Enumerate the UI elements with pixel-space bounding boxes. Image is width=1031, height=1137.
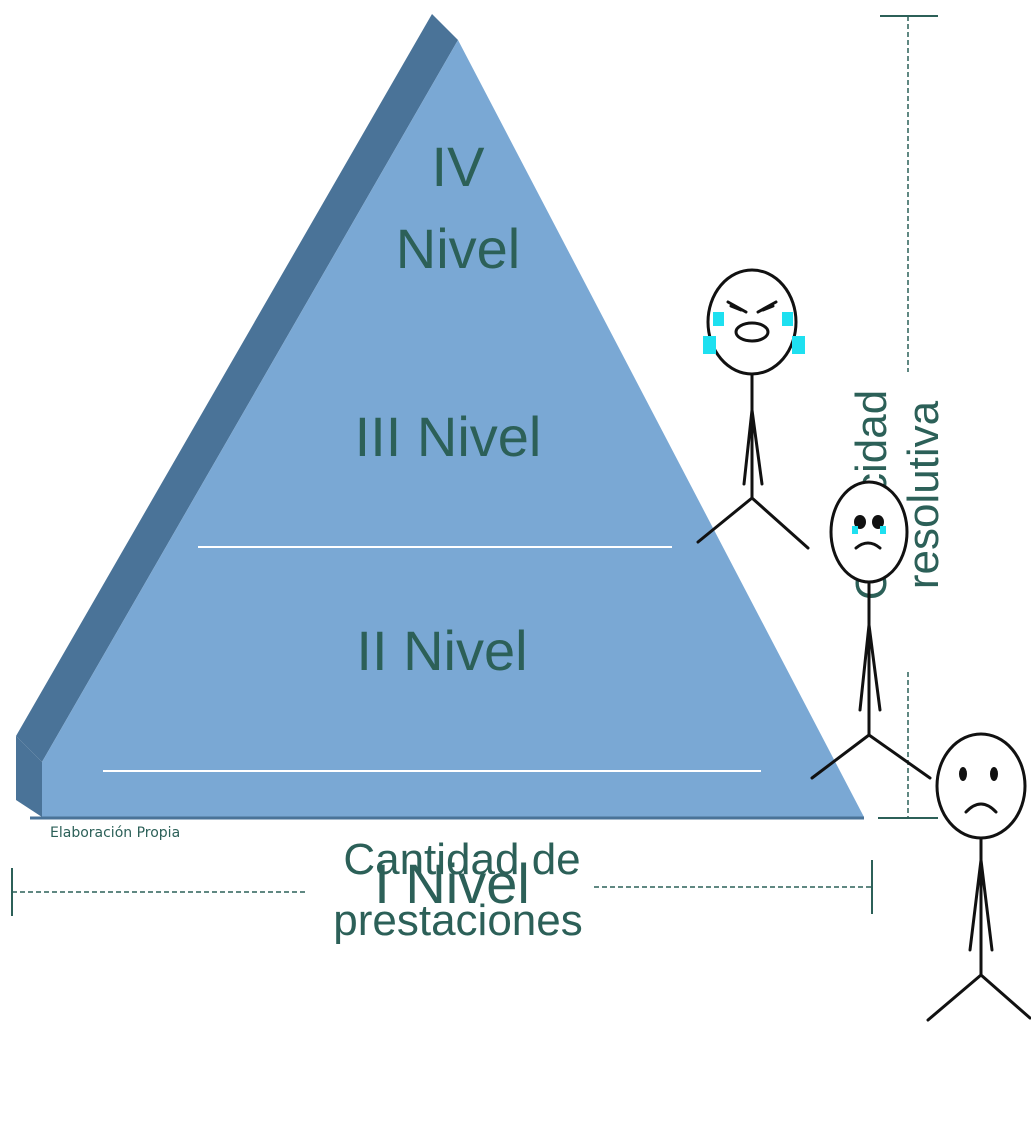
pyramid-shadow-base <box>16 736 42 817</box>
pyramid-main-face <box>42 40 864 817</box>
level-iv-label-line2: Nivel <box>396 217 520 280</box>
source-note: Elaboración Propia <box>50 825 180 841</box>
level-ii-label: II Nivel <box>356 619 527 682</box>
crying-face-icon <box>696 268 810 550</box>
level-i-label: I Nivel <box>374 852 530 915</box>
pyramid-shadow-face <box>16 14 458 762</box>
teary-face-icon <box>810 480 932 780</box>
sad-face-icon <box>926 732 1031 1022</box>
horizontal-axis-label-line2: prestaciones <box>333 896 582 945</box>
pyramid: IV Nivel III Nivel II Nivel I Nivel <box>16 14 864 915</box>
vertical-axis-label-line2: resolutiva <box>899 400 948 589</box>
horizontal-axis: Cantidad de prestaciones <box>11 835 873 945</box>
horizontal-axis-label-line1: Cantidad de <box>343 835 580 884</box>
level-iii-label: III Nivel <box>355 405 542 468</box>
level-iv-label-line1: IV <box>432 135 486 198</box>
